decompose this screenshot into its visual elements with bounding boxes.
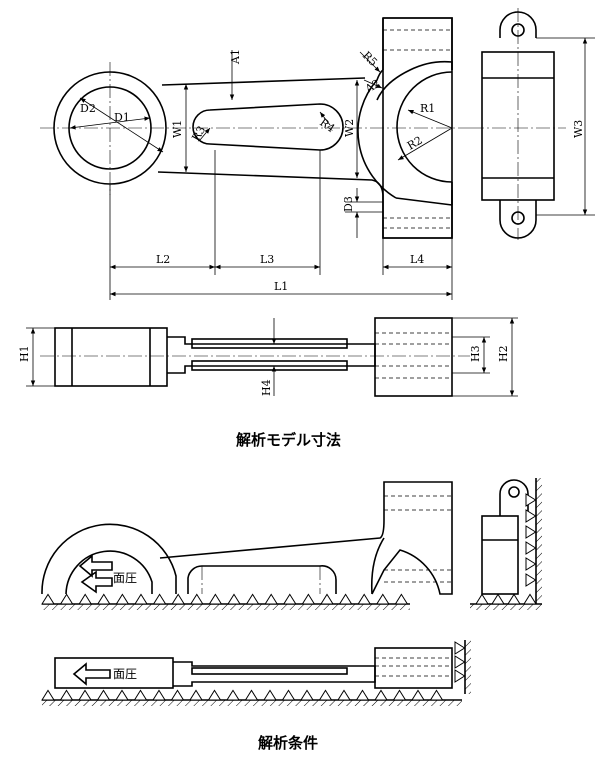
support-triangle <box>525 493 537 507</box>
support-triangle <box>133 689 148 701</box>
arm-top-edge <box>161 77 366 86</box>
support-triangle <box>208 593 223 605</box>
dim-H3: H3 <box>469 345 482 362</box>
dim-R3: R3 <box>189 124 208 144</box>
support-triangle <box>96 689 111 701</box>
support-triangle <box>525 509 537 523</box>
slot <box>192 103 344 151</box>
support-triangle <box>318 689 333 701</box>
support-triangle <box>301 593 316 605</box>
support-triangle <box>507 593 521 605</box>
support-triangle <box>59 593 74 605</box>
dim-R4: R4 <box>317 116 337 135</box>
arch-inner <box>396 71 453 183</box>
dim-D1: D1 <box>114 111 130 124</box>
support-triangle <box>454 669 466 683</box>
support-triangle <box>189 689 203 701</box>
support-triangle <box>134 593 148 605</box>
support-triangle <box>170 689 185 701</box>
support-triangle <box>475 593 489 605</box>
top-view: D2 D1 W1 W2 A1 R3 R4 R5 A2 R1 R2 D3 <box>40 17 470 300</box>
support-triangles-top <box>41 593 409 605</box>
dim-W1: W1 <box>171 120 184 138</box>
support-triangle <box>282 593 297 605</box>
support-triangle <box>411 689 425 701</box>
pressure-label-bottom: 面圧 <box>113 667 137 681</box>
conditions-top-view: 面圧 <box>41 481 453 595</box>
support-triangle <box>525 525 537 539</box>
dim-R1: R1 <box>420 102 435 115</box>
support-triangles-bottom <box>41 641 466 701</box>
support-triangle <box>374 689 388 701</box>
front-view: H1 H2 H3 H4 <box>18 317 518 397</box>
support-triangle <box>338 593 353 605</box>
support-triangle <box>320 593 334 605</box>
dim-R5: R5 <box>360 49 380 69</box>
support-triangle <box>207 689 222 701</box>
support-triangle <box>375 593 390 605</box>
support-triangle <box>263 689 277 701</box>
caption-conditions: 解析条件 <box>258 734 318 752</box>
support-triangle <box>264 593 279 605</box>
dim-D2: D2 <box>80 102 96 115</box>
support-triangle <box>525 541 537 555</box>
dim-W2: W2 <box>343 119 356 137</box>
support-triangle <box>41 689 55 701</box>
ground-supports-top <box>42 603 410 610</box>
support-triangle <box>96 593 111 605</box>
support-triangle <box>189 593 204 605</box>
support-triangle <box>454 641 466 655</box>
caption-model: 解析モデル寸法 <box>236 431 341 449</box>
support-triangle <box>227 593 241 605</box>
support-triangle <box>355 689 370 701</box>
support-triangle <box>115 689 129 701</box>
dim-A2: A2 <box>362 77 382 96</box>
support-triangle <box>171 593 186 605</box>
dim-H4: H4 <box>260 379 273 396</box>
dim-A1: A1 <box>229 49 242 65</box>
support-triangle <box>429 689 444 701</box>
arch-outer <box>357 69 397 199</box>
side-view: W3 <box>470 8 595 240</box>
support-triangle <box>394 593 409 605</box>
support-triangle <box>523 593 537 605</box>
pressure-label-top: 面圧 <box>113 571 137 585</box>
dim-W3: W3 <box>572 120 585 138</box>
support-triangle <box>300 689 314 701</box>
support-triangle <box>78 689 92 701</box>
support-triangle <box>454 655 466 669</box>
dim-D3: D3 <box>342 196 355 212</box>
support-triangle <box>244 689 259 701</box>
support-triangle <box>392 689 407 701</box>
support-triangle <box>41 593 55 605</box>
dim-H1: H1 <box>18 345 31 362</box>
support-triangle <box>245 593 260 605</box>
dim-L3: L3 <box>260 253 274 266</box>
support-triangles-side <box>475 493 537 605</box>
support-triangle <box>152 593 167 605</box>
dim-H2: H2 <box>497 345 510 362</box>
support-triangle <box>525 557 537 571</box>
dim-L1: L1 <box>274 280 288 293</box>
support-triangle <box>525 573 537 587</box>
support-triangle <box>491 593 505 605</box>
support-triangle <box>337 689 351 701</box>
support-triangle <box>115 593 130 605</box>
support-triangle <box>152 689 166 701</box>
dim-L4: L4 <box>410 253 424 266</box>
support-triangle <box>59 689 74 701</box>
support-triangle <box>78 593 93 605</box>
support-triangle <box>281 689 296 701</box>
support-triangle <box>357 593 372 605</box>
dim-L2: L2 <box>156 253 170 266</box>
support-triangle <box>226 689 240 701</box>
